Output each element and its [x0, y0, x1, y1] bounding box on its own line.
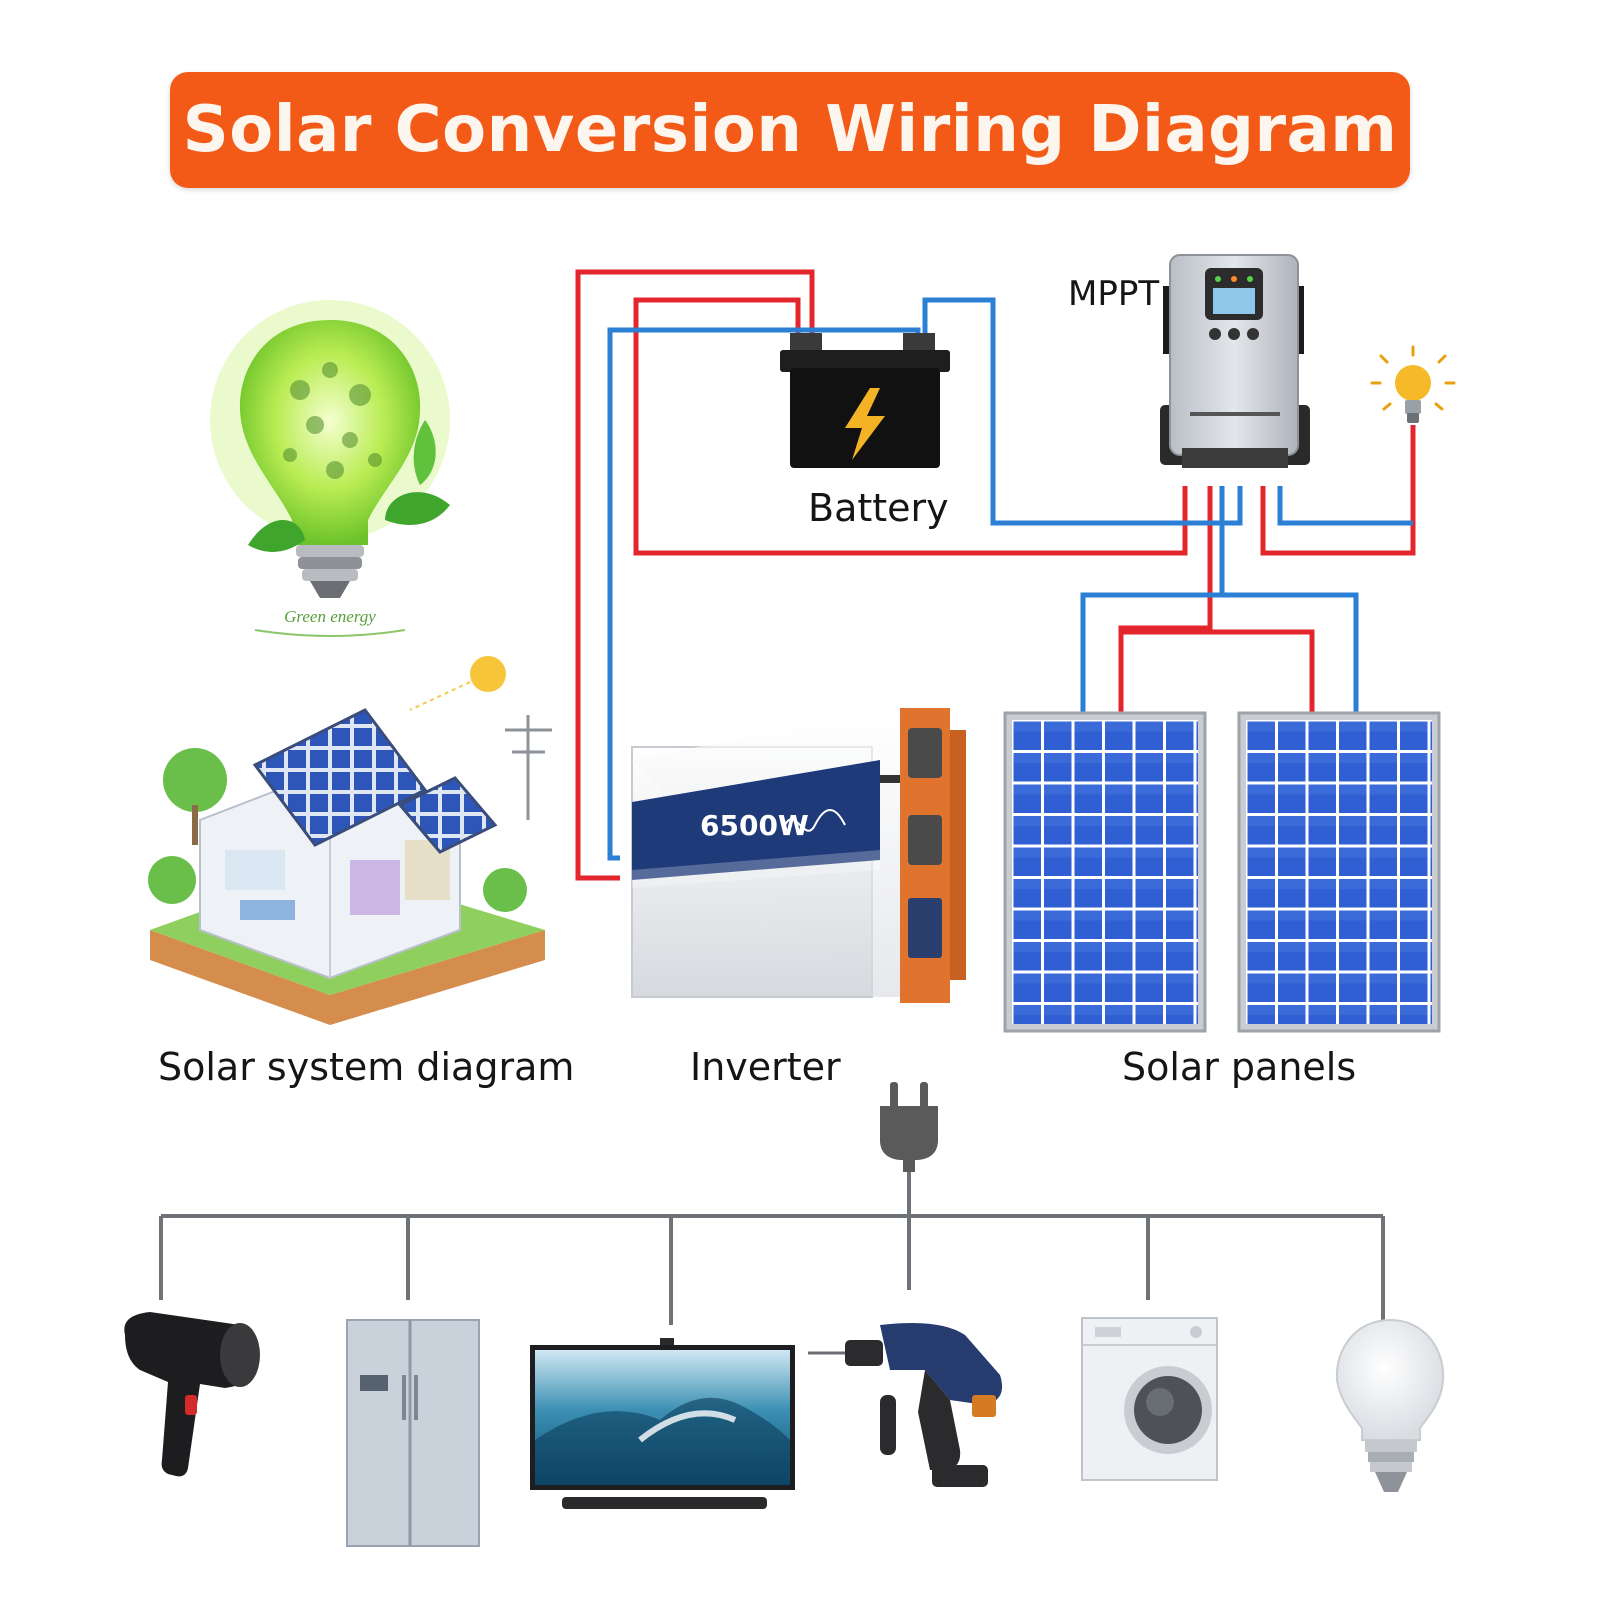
refrigerator-icon: [346, 1319, 480, 1547]
wire-load-positive: [1260, 425, 1416, 556]
solar-system-label: Solar system diagram: [158, 1045, 575, 1089]
battery-label: Battery: [808, 486, 949, 530]
wire-panel2-negative: [1222, 592, 1359, 713]
wire-mppt-to-battery-negative: [922, 297, 1243, 526]
wire-load-negative: [1277, 486, 1413, 526]
led-bulb-icon: [1335, 1318, 1445, 1492]
battery-icon: [780, 333, 950, 468]
hair-dryer-icon: [124, 1312, 260, 1477]
mppt-controller-icon: [1160, 254, 1310, 468]
wire-panels-positive: [1118, 486, 1213, 713]
solar-panel-2-icon: [1237, 711, 1441, 1033]
inverter-icon: 6500W: [631, 708, 966, 1003]
wire-mppt-to-battery-positive: [633, 297, 1188, 556]
small-light-bulb-icon: [1370, 345, 1456, 423]
solar-panel-1-icon: [1003, 711, 1207, 1033]
green-energy-caption: Green energy: [284, 607, 376, 626]
inverter-rating: 6500W: [700, 809, 809, 842]
mppt-label: MPPT: [1068, 274, 1160, 314]
solar-panels-label: Solar panels: [1122, 1045, 1357, 1089]
wire-panels-negative: [1080, 486, 1225, 713]
title-banner: Solar Conversion Wiring Diagram: [170, 72, 1410, 188]
page-title: Solar Conversion Wiring Diagram: [182, 93, 1398, 167]
television-icon: [530, 1338, 795, 1509]
washing-machine-icon: [1081, 1317, 1218, 1481]
power-drill-icon: [808, 1322, 1003, 1487]
wire-panel2-positive: [1121, 629, 1315, 713]
inverter-label: Inverter: [690, 1045, 841, 1089]
power-plug-icon: [880, 1082, 938, 1172]
distribution-bus: [159, 1172, 1385, 1325]
wire-battery-to-inverter-positive: [575, 269, 815, 881]
solar-panels: [1003, 711, 1441, 1033]
solar-house-illustration: [148, 656, 552, 1025]
green-energy-bulb-icon: Green energy: [210, 300, 450, 637]
